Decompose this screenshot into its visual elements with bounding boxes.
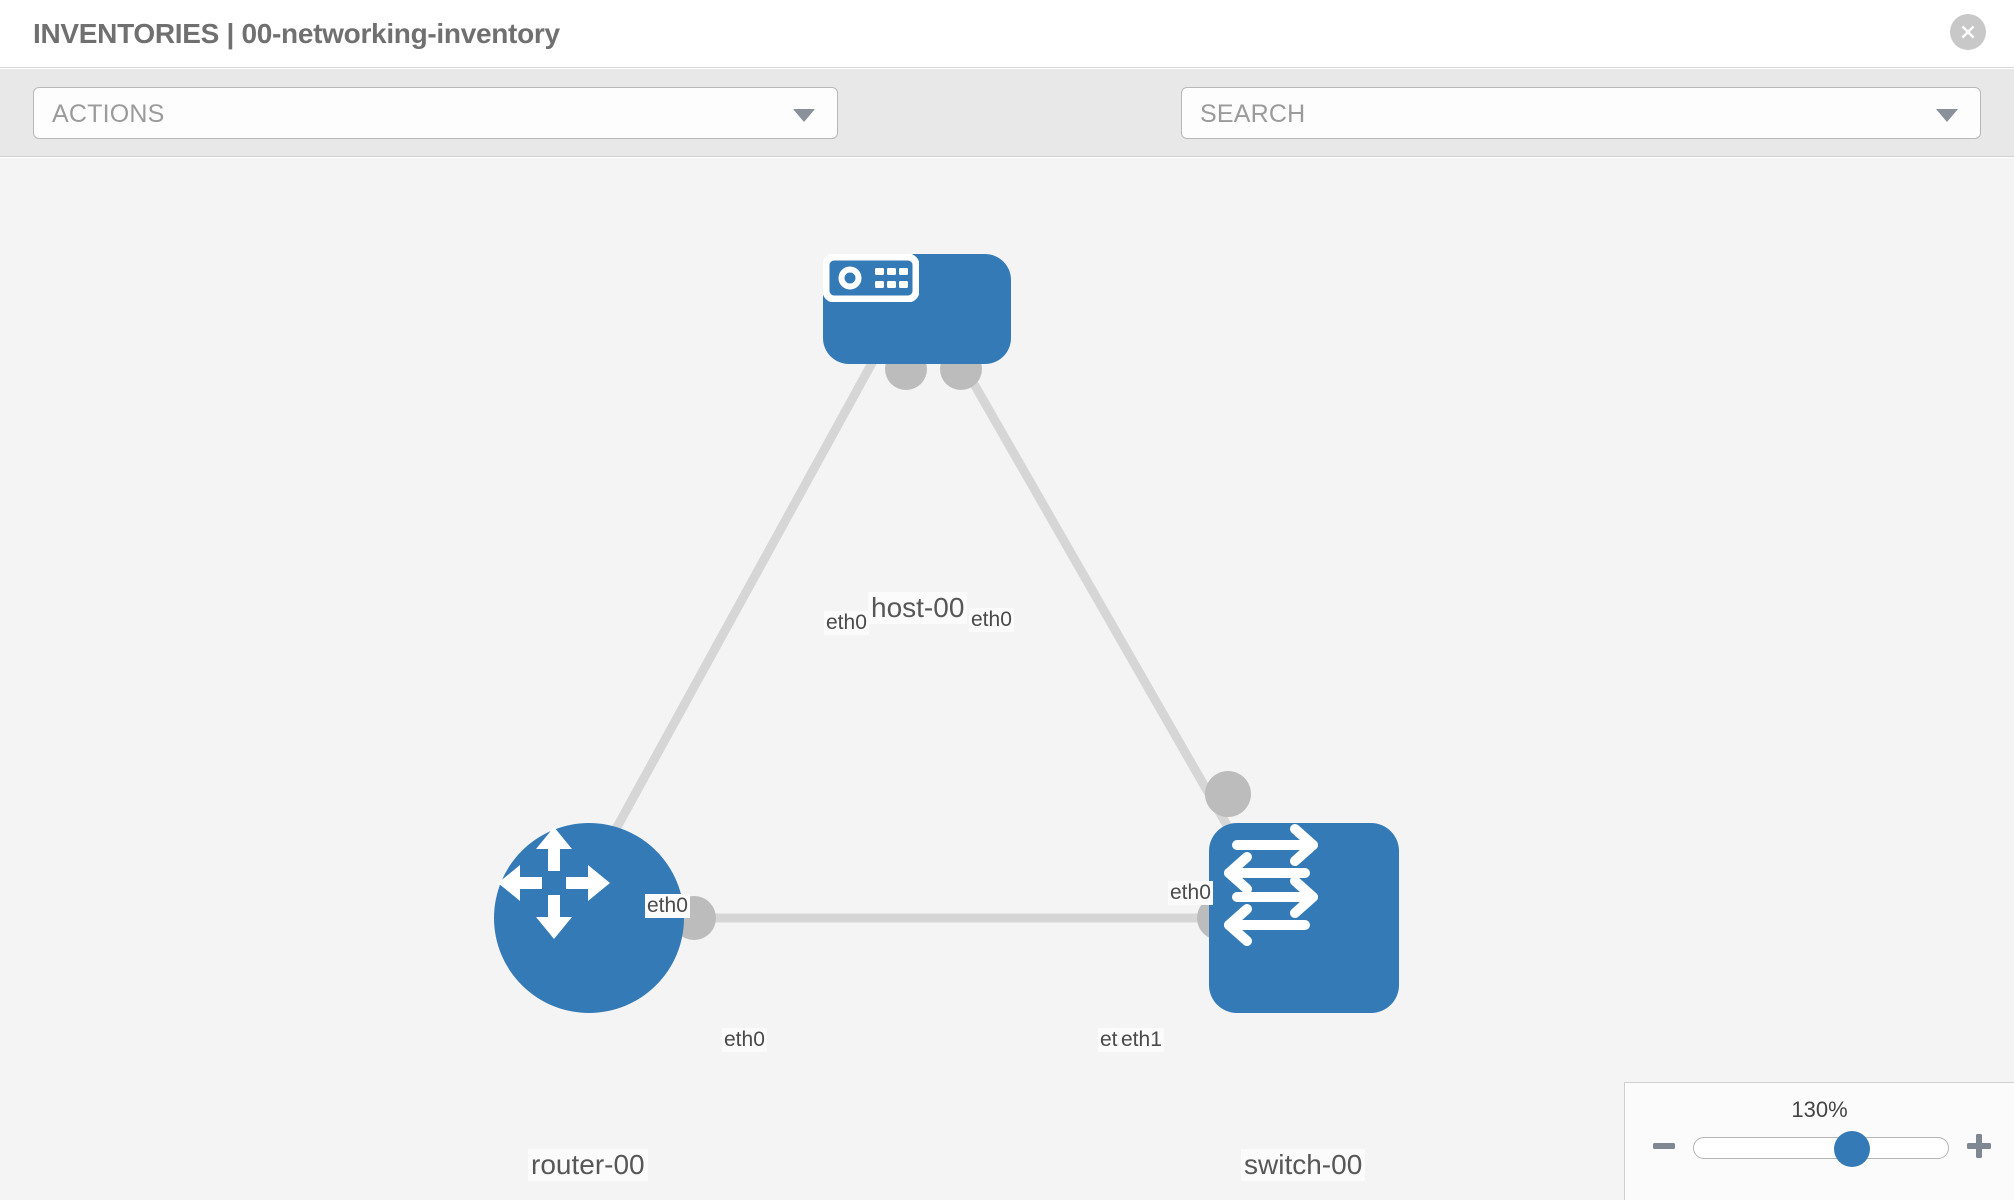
node-label-switch-00: switch-00 <box>1241 1149 1366 1181</box>
topology-graph: host-00 router-00 switch-00 eth0 eth0 et… <box>0 158 2014 1200</box>
swap-arrows-icon <box>1224 824 1318 946</box>
edge-label-router-switch-a: eth0 <box>722 1028 767 1052</box>
topology-links <box>595 358 1245 923</box>
edge-label-host-router-b: eth0 <box>645 894 690 918</box>
chevron-down-icon <box>793 109 815 122</box>
toolbar: ACTIONS SEARCH <box>0 69 2014 193</box>
edge-label-host-router-a: eth0 <box>824 611 869 635</box>
zoom-out-button[interactable] <box>1647 1129 1681 1163</box>
topology-canvas[interactable]: host-00 router-00 switch-00 eth0 eth0 et… <box>0 158 2014 1200</box>
minus-icon <box>1653 1143 1675 1149</box>
node-router-00-shape[interactable] <box>494 823 684 1013</box>
search-placeholder: SEARCH <box>1200 100 1306 128</box>
chevron-down-icon <box>1936 109 1958 122</box>
node-label-router-00: router-00 <box>528 1149 648 1181</box>
zoom-control: 130% <box>1624 1082 2014 1200</box>
zoom-in-button[interactable] <box>1962 1129 1996 1163</box>
actions-dropdown[interactable]: ACTIONS <box>33 87 838 139</box>
plus-icon <box>1967 1134 1991 1158</box>
zoom-slider-thumb[interactable] <box>1834 1131 1870 1167</box>
link-host-switch <box>957 358 1245 853</box>
node-label-host-00: host-00 <box>868 592 968 624</box>
edge-label-host-switch-b: eth0 <box>1168 881 1213 905</box>
close-icon[interactable] <box>1950 14 1986 50</box>
page-header: INVENTORIES | 00-networking-inventory <box>0 0 2014 68</box>
edge-label-router-switch-c: eth1 <box>1119 1028 1164 1052</box>
node-host-00-shape[interactable] <box>823 254 1011 364</box>
actions-dropdown-label: ACTIONS <box>52 100 165 128</box>
four-arrows-icon <box>498 827 610 939</box>
node-switch-00-shape[interactable] <box>1209 823 1399 1013</box>
search-input[interactable]: SEARCH <box>1181 87 1981 139</box>
server-icon <box>823 254 919 302</box>
zoom-slider-track[interactable] <box>1693 1131 1949 1167</box>
edge-label-host-switch-a: eth0 <box>969 608 1014 632</box>
link-host-router <box>595 358 877 863</box>
page-title: INVENTORIES | 00-networking-inventory <box>33 18 560 49</box>
port-connector[interactable] <box>1205 771 1251 817</box>
zoom-value-label: 130% <box>1791 1097 1848 1122</box>
